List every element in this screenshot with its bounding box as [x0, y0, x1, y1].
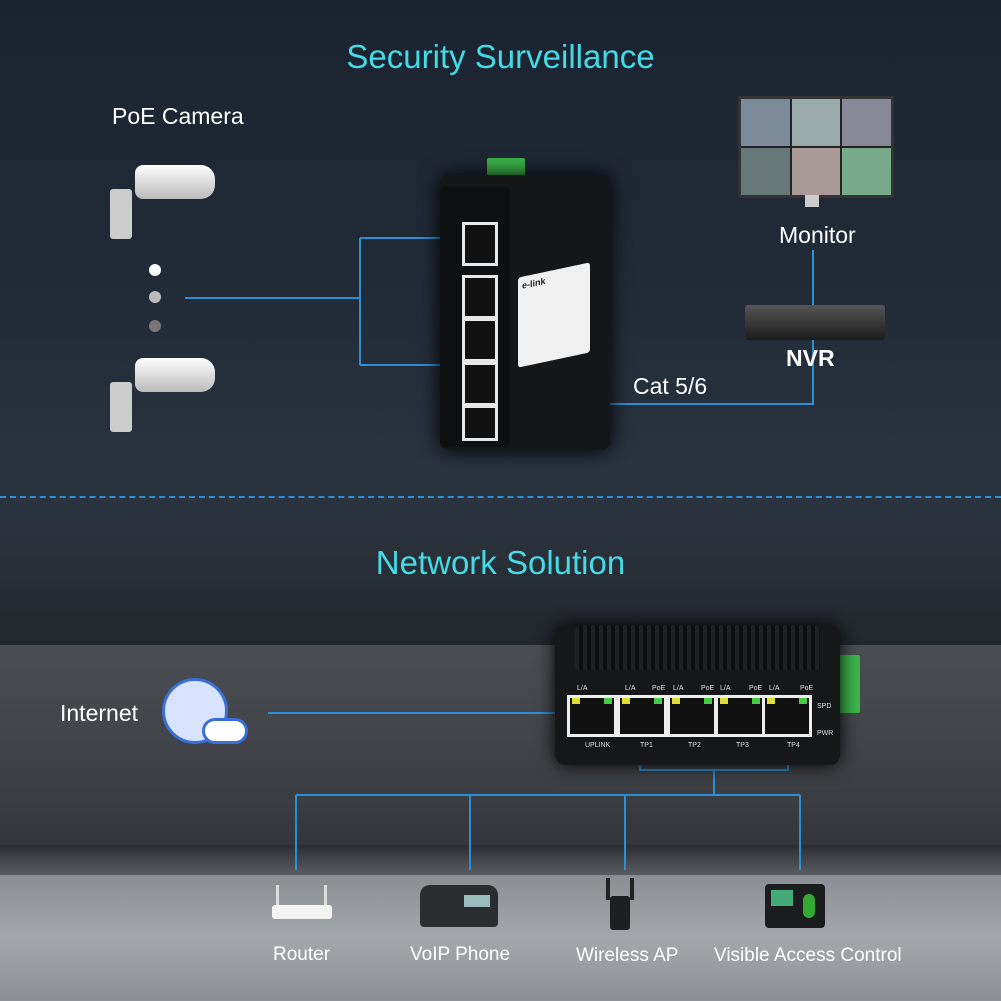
monitor-label: Monitor: [779, 222, 856, 248]
poe-camera-label: PoE Camera: [112, 103, 244, 129]
port-uplink: [567, 695, 617, 737]
din-rail-poe-switch: e-link: [440, 175, 610, 450]
monitor-icon: [738, 96, 894, 198]
section-divider: [0, 496, 1001, 498]
router-icon: [272, 885, 332, 921]
device-label-access-control: Visible Access Control: [714, 945, 902, 966]
access-point-icon: [606, 878, 634, 930]
poe-switch-front: L/A L/A PoE L/A PoE L/A PoE L/A PoE UPLI…: [555, 625, 840, 765]
more-dot: [149, 320, 161, 332]
device-label-voip-phone: VoIP Phone: [410, 944, 511, 965]
device-label-router: Router: [273, 944, 331, 965]
device-label-wireless-ap: Wireless AP: [576, 945, 679, 966]
cable-label: Cat 5/6: [633, 373, 708, 399]
access-control-icon: [765, 884, 825, 928]
phone-icon: [420, 885, 498, 927]
port-tp2: [667, 695, 717, 737]
internet-label: Internet: [60, 700, 138, 726]
background-floor: [0, 875, 1001, 1001]
camera-link: [185, 237, 470, 366]
section-title-network: Network Solution: [375, 544, 626, 581]
camera-icon: [110, 358, 215, 432]
monitor-stand: [805, 195, 819, 207]
port-tp3: [715, 695, 765, 737]
nvr-label: NVR: [786, 345, 835, 371]
background-ledge: [0, 845, 1001, 875]
nvr-icon: [745, 305, 885, 340]
product-label: e-link: [518, 262, 590, 368]
device-links: [295, 715, 801, 870]
more-dot: [149, 264, 161, 276]
globe-cloud-icon: [162, 678, 248, 748]
port-tp4: [762, 695, 812, 737]
camera-icon: [110, 165, 215, 239]
port-tp1: [617, 695, 667, 737]
more-dot: [149, 291, 161, 303]
section-title-security: Security Surveillance: [346, 38, 655, 75]
